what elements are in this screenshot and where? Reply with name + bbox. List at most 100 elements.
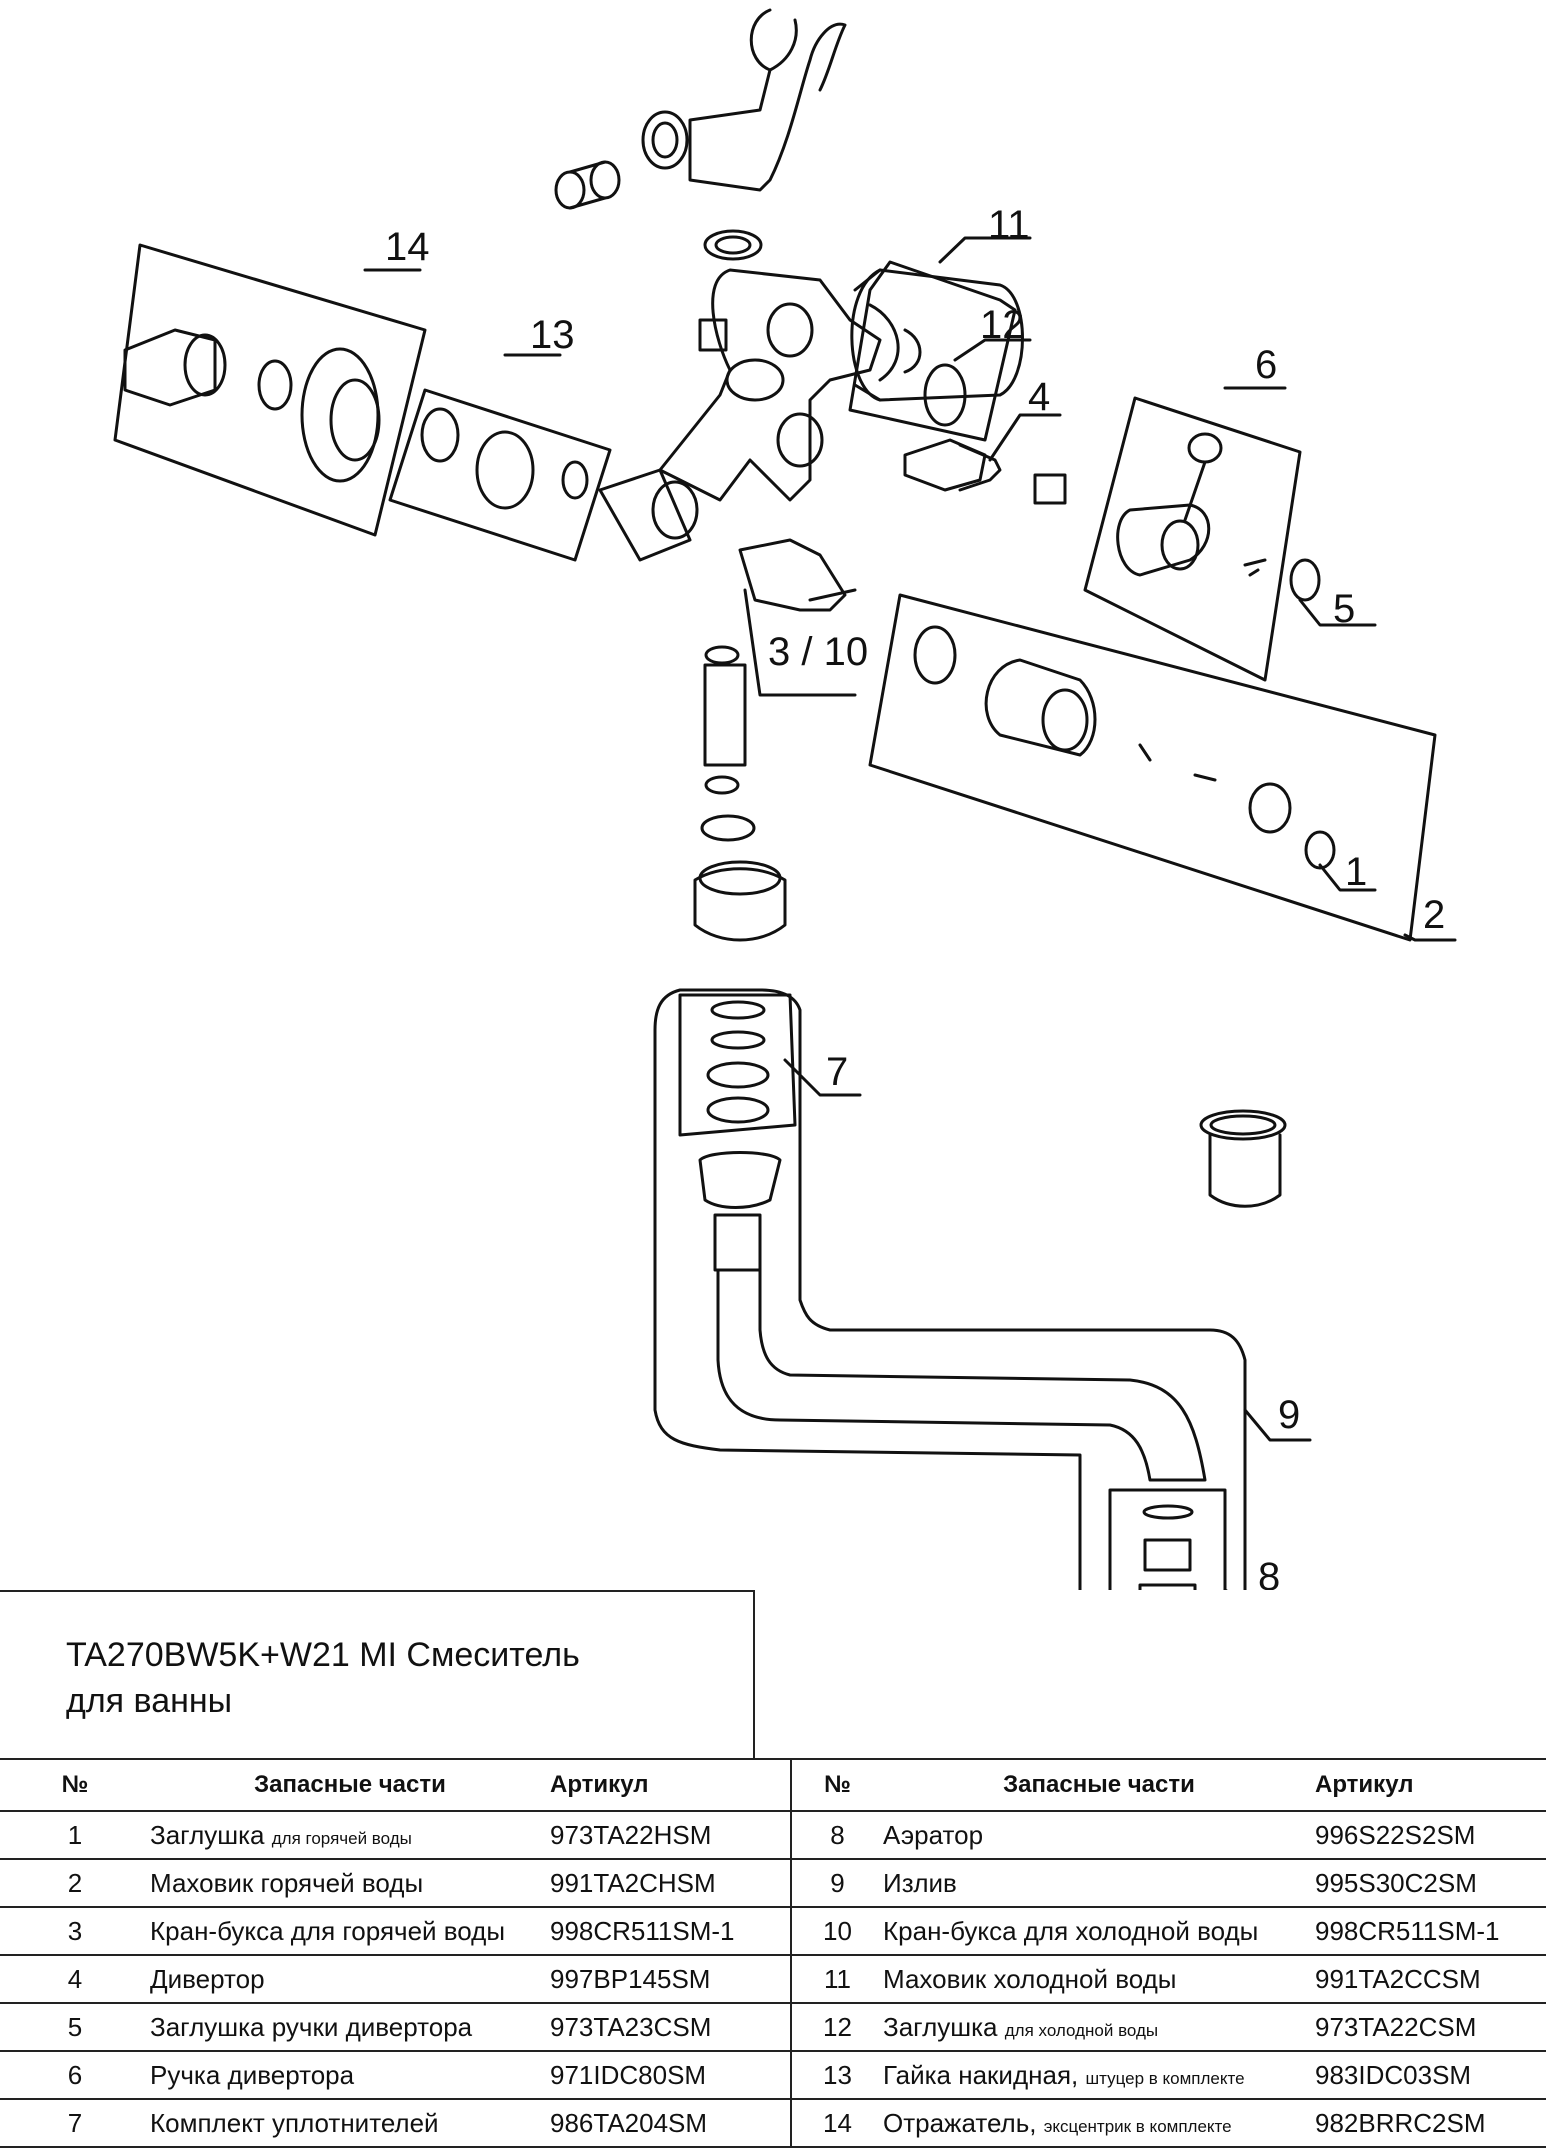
part-number: 13 <box>791 2050 883 2100</box>
part-name-cell: Заглушка ручки дивертора <box>150 2002 550 2052</box>
part-note: для горячей воды <box>271 1828 412 1848</box>
part-name-cell: Кран-букса для горячей воды <box>150 1906 550 1956</box>
part-name-cell: Кран-букса для холодной воды <box>883 1906 1315 1956</box>
part-number: 14 <box>791 2098 883 2148</box>
part-number: 9 <box>791 1858 883 1908</box>
header-name: Запасные части <box>150 1758 550 1812</box>
hot-handle-part <box>913 625 1336 870</box>
part-name: Кран-букса для горячей воды <box>150 1915 506 1946</box>
part-article: 982BRRC2SM <box>1315 2098 1546 2148</box>
part-article: 997BP145SM <box>550 1954 790 2004</box>
callout-frame-6 <box>1083 396 1302 682</box>
aerator-part <box>1138 1504 1197 1590</box>
callout-8: 8 <box>1258 1555 1280 1590</box>
part-article: 973TA22HSM <box>550 1810 790 1860</box>
part-name: Маховик холодной воды <box>883 1963 1177 1994</box>
exploded-parts-diagram: 14 13 11 12 4 6 5 3 / 10 1 2 7 9 8 <box>113 8 1457 1590</box>
part-name: Заглушка ручки дивертора <box>150 2011 473 2042</box>
seal-kit-part <box>706 1000 770 1124</box>
callout-frame-11 <box>848 260 1017 442</box>
spout-part <box>698 1151 1207 1482</box>
part-article: 991TA2CHSM <box>550 1858 790 1908</box>
flange-eccentric-part <box>123 328 381 483</box>
part-name-cell: Отражатель, эксцентрик в комплекте <box>883 2098 1315 2148</box>
cold-handle-group <box>850 268 1024 427</box>
part-number: 8 <box>791 1810 883 1860</box>
part-number: 4 <box>0 1954 150 2004</box>
callout-frame-2 <box>868 593 1437 942</box>
part-article: 991TA2CCSM <box>1315 1954 1546 2004</box>
part-number: 6 <box>0 2050 150 2100</box>
callout-9: 9 <box>1278 1393 1300 1437</box>
part-name-cell: Маховик холодной воды <box>883 1954 1315 2004</box>
top-washer-part <box>703 229 763 261</box>
title-box: TA270BW5K+W21 MI Смеситель для ванны <box>0 1590 755 1760</box>
part-article: 998CR511SM-1 <box>1315 1906 1546 1956</box>
part-name-cell: Гайка накидная, штуцер в комплекте <box>883 2050 1315 2100</box>
part-article: 973TA22CSM <box>1315 2002 1546 2052</box>
callout-frame-9 <box>653 988 1247 1590</box>
callout-frame-7 <box>678 993 797 1137</box>
part-name-cell: Заглушка для холодной воды <box>883 2002 1315 2052</box>
part-note: эксцентрик в комплекте <box>1043 2116 1232 2136</box>
part-article: 998CR511SM-1 <box>550 1906 790 1956</box>
product-title-line1: TA270BW5K+W21 MI Смеситель <box>66 1636 580 1674</box>
part-name-cell: Ручка дивертора <box>150 2050 550 2100</box>
part-name-cell: Излив <box>883 1858 1315 1908</box>
loose-cap-part <box>1199 1109 1287 1208</box>
diverter-handle-part <box>1116 432 1321 602</box>
part-name-cell: Маховик горячей воды <box>150 1858 550 1908</box>
callout-frame-8 <box>1108 1488 1227 1590</box>
product-title: TA270BW5K+W21 MI Смеситель для ванны <box>66 1632 580 1724</box>
part-name: Излив <box>883 1867 957 1898</box>
part-name: Дивертор <box>150 1963 265 1994</box>
part-number: 10 <box>791 1906 883 1956</box>
callout-2: 2 <box>1423 893 1445 937</box>
part-number: 12 <box>791 2002 883 2052</box>
callout-12: 12 <box>980 303 1025 347</box>
part-article: 973TA23CSM <box>550 2002 790 2052</box>
holder-insert-part <box>554 160 621 210</box>
table-header-row: № Запасные части Артикул <box>0 1758 790 1812</box>
part-article: 971IDC80SM <box>550 2050 790 2100</box>
part-name: Отражатель, <box>883 2107 1044 2138</box>
part-number: 5 <box>0 2002 150 2052</box>
part-name: Аэратор <box>883 1819 984 1850</box>
callout-14: 14 <box>385 225 430 269</box>
callout-13: 13 <box>530 313 575 357</box>
part-name: Заглушка <box>883 2011 1005 2042</box>
part-name: Комплект уплотнителей <box>150 2107 439 2138</box>
header-num: № <box>791 1758 883 1812</box>
part-article: 996S22S2SM <box>1315 1810 1546 1860</box>
mixer-body-part <box>598 268 882 562</box>
header-name: Запасные части <box>883 1758 1315 1812</box>
callout-11: 11 <box>988 203 1030 247</box>
callout-labels: 14 13 11 12 4 6 5 3 / 10 1 2 7 9 8 <box>385 203 1445 1590</box>
part-number: 11 <box>791 1954 883 2004</box>
part-note: для холодной воды <box>1004 2020 1159 2040</box>
product-title-line2: для ванны <box>66 1682 233 1720</box>
part-name: Маховик горячей воды <box>150 1867 424 1898</box>
callout-1: 1 <box>1345 850 1367 894</box>
part-article: 986TA204SM <box>550 2098 790 2148</box>
part-number: 3 <box>0 1906 150 1956</box>
callout-3-10: 3 / 10 <box>768 630 868 674</box>
shower-holder-part <box>641 8 847 192</box>
part-name-cell: Комплект уплотнителей <box>150 2098 550 2148</box>
part-name: Кран-букса для холодной воды <box>883 1915 1259 1946</box>
cartridge-part <box>738 538 857 612</box>
part-name: Гайка накидная, <box>883 2059 1086 2090</box>
spout-connector-part <box>693 645 787 942</box>
